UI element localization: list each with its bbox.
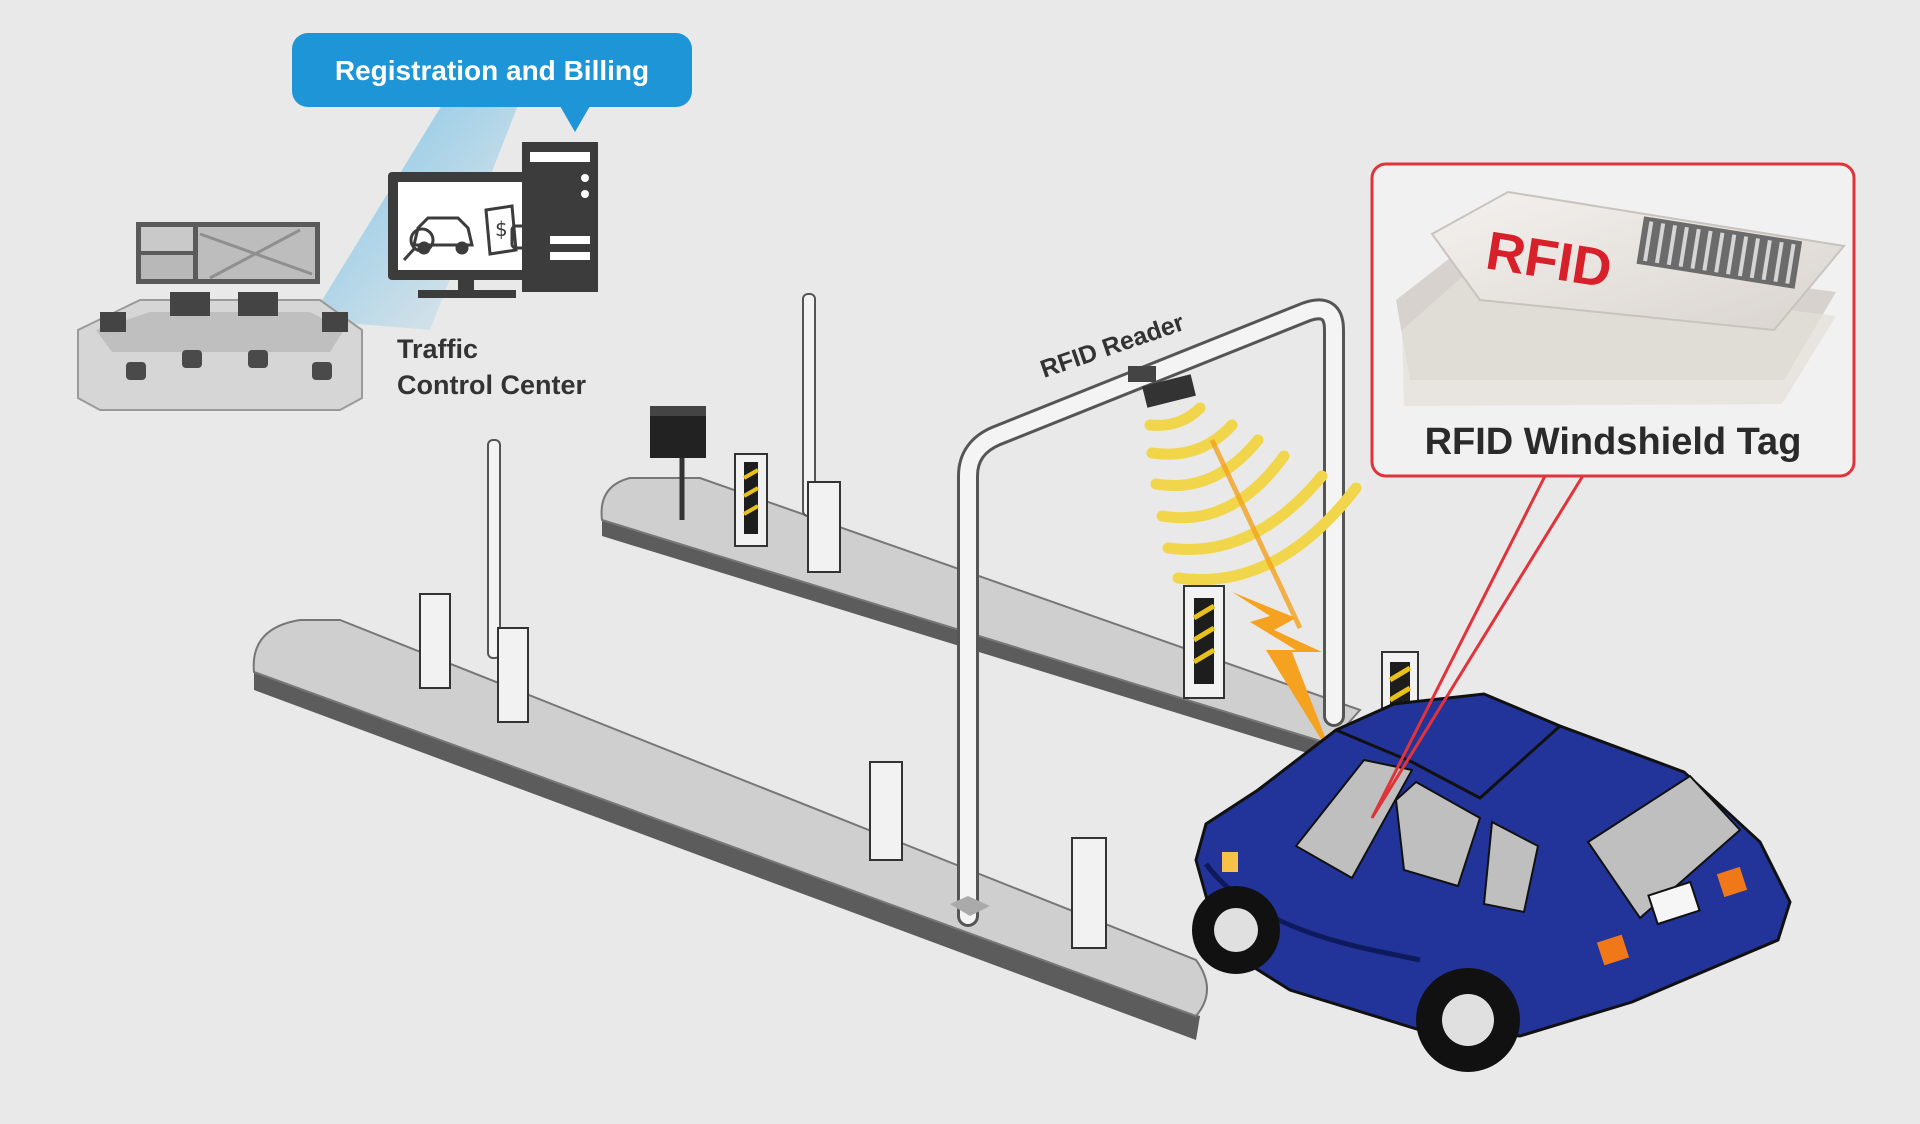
- bollard-back-1: [734, 453, 768, 547]
- video-wall: [136, 222, 320, 284]
- rfid-signal-waves: [1144, 402, 1362, 586]
- registration-billing-label: Registration and Billing: [335, 55, 649, 86]
- headlight: [1222, 852, 1238, 872]
- bollard-front-1: [419, 593, 451, 689]
- monitor-icon: [100, 292, 348, 332]
- tail-light-2: [1716, 866, 1748, 898]
- billing-computer: $: [388, 142, 598, 298]
- wheel-front: [1192, 886, 1280, 974]
- windshield-tag-label: RFID Windshield Tag: [1425, 421, 1802, 463]
- bollard-gantry-1: [1183, 585, 1225, 699]
- receipt-icon: $: [484, 204, 528, 256]
- side-window-front: [1394, 780, 1482, 888]
- control-room: [77, 222, 363, 411]
- tag-barcode: [1636, 216, 1803, 289]
- info-display-sign: [650, 406, 706, 520]
- windshield-tag-callout: RFID RFID Windshield Tag: [1370, 162, 1856, 819]
- rfid-beam-line: [1209, 438, 1303, 630]
- side-window-rear: [1482, 820, 1540, 914]
- bollard-front-4: [1071, 837, 1107, 949]
- tower-pc-icon: [522, 142, 598, 292]
- traffic-control-label-line1: Traffic: [397, 334, 478, 364]
- traffic-control-label-line2: Control Center: [397, 370, 586, 400]
- tail-light-1: [1596, 934, 1630, 966]
- rfid-reader-device: [1128, 366, 1196, 408]
- toll-island-back: [600, 477, 1362, 760]
- rfid-tag-illustration: RFID: [1396, 190, 1846, 406]
- registration-billing-callout: Registration and Billing: [292, 33, 692, 132]
- barrier-pole-front: [487, 439, 501, 659]
- magnifier-icon: [402, 227, 435, 262]
- office-chairs: [126, 350, 332, 380]
- wheel-rear: [1416, 968, 1520, 1072]
- svg-text:$: $: [495, 217, 508, 241]
- bollard-front-3: [869, 761, 903, 861]
- license-plate: [1647, 880, 1701, 926]
- windshield: [1294, 758, 1414, 880]
- bollard-back-2: [807, 481, 841, 573]
- signal-lightning: [1232, 592, 1334, 760]
- bollard-front-2: [497, 627, 529, 723]
- toll-island-front: [252, 619, 1208, 1040]
- blue-suv: [1192, 692, 1792, 1072]
- rear-window: [1586, 774, 1742, 920]
